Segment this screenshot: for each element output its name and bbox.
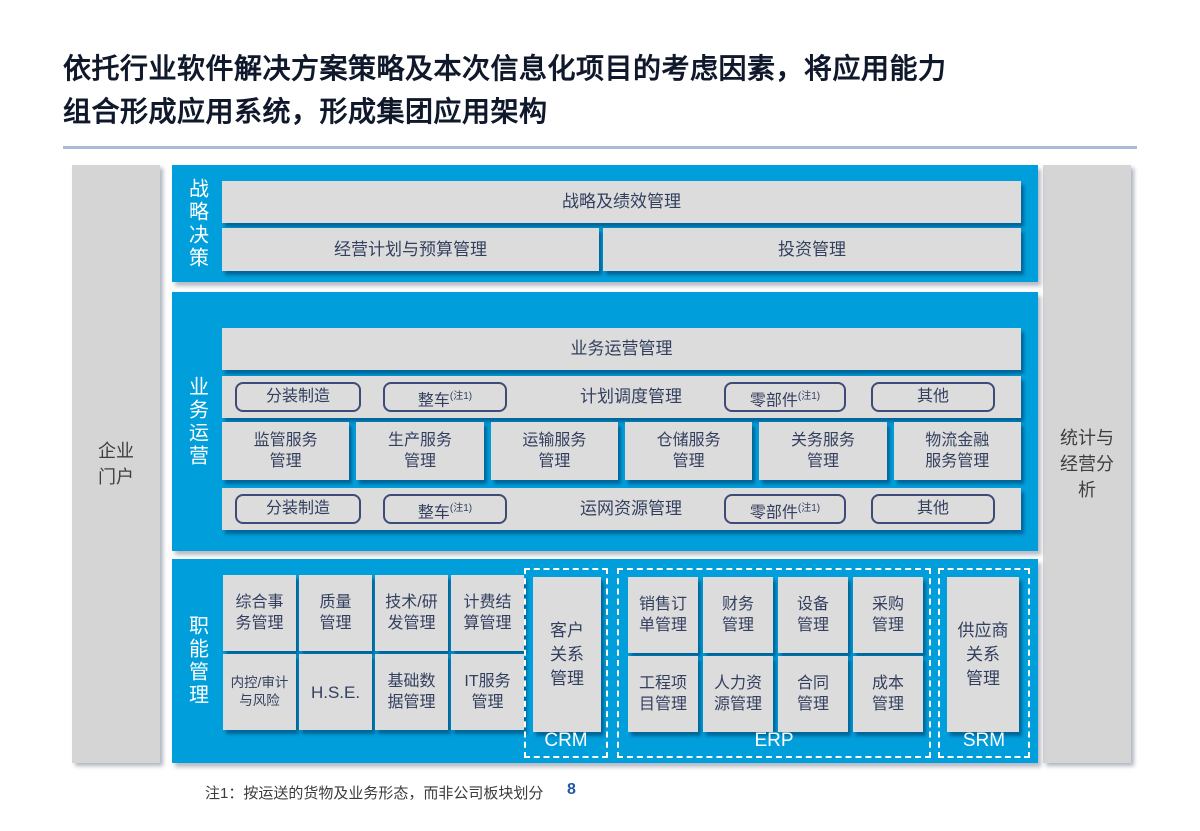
plan-dispatch-row: 分装制造 整车(注1) 计划调度管理 零部件(注1) 其他 bbox=[222, 376, 1021, 418]
box-sales-order-mgmt: 销售订 单管理 bbox=[628, 577, 698, 653]
box-billing-settlement-mgmt: 计费结 算管理 bbox=[451, 575, 524, 651]
section-strategy-label: 战略决策 bbox=[185, 177, 208, 270]
section-strategy-decision: 战略决策 战略及绩效管理 经营计划与预算管理 投资管理 bbox=[172, 165, 1038, 282]
pill-label: 整车 bbox=[417, 392, 450, 410]
network-resource-row: 分装制造 整车(注1) 运网资源管理 零部件(注1) 其他 bbox=[222, 488, 1021, 530]
box-general-affairs-mgmt: 综合事 务管理 bbox=[223, 575, 296, 651]
box-procurement-mgmt: 采购 管理 bbox=[853, 577, 923, 653]
page-title-line2: 组合形成应用系统，形成集团应用架构 bbox=[63, 96, 548, 127]
pill-other: 其他 bbox=[871, 494, 995, 524]
srm-group: 供应商 关系 管理 SRM bbox=[938, 568, 1030, 758]
pill-packaging-manufacturing: 分装制造 bbox=[235, 494, 361, 524]
erp-boxes-grid: 销售订 单管理 财务 管理 设备 管理 采购 管理 工程项 目管理 人力资 源管… bbox=[628, 577, 923, 732]
page-title: 依托行业软件解决方案策略及本次信息化项目的考虑因素，将应用能力 组合形成应用系统… bbox=[63, 47, 1083, 133]
page-number: 8 bbox=[567, 781, 576, 798]
box-customs-service-mgmt: 关务服务 管理 bbox=[759, 422, 887, 480]
pill-label: 零部件 bbox=[749, 504, 798, 522]
crm-group: 客户 关系 管理 CRM bbox=[524, 568, 608, 758]
box-business-operations-mgmt: 业务运营管理 bbox=[222, 328, 1021, 370]
pill-label: 分装制造 bbox=[265, 388, 330, 405]
box-warehouse-service-mgmt: 仓储服务 管理 bbox=[624, 422, 753, 480]
box-equipment-mgmt: 设备 管理 bbox=[778, 577, 848, 653]
enterprise-portal-bar: 企业 门户 bbox=[72, 165, 160, 763]
box-it-service-mgmt: IT服务 管理 bbox=[451, 654, 524, 730]
box-hse: H.S.E. bbox=[299, 654, 372, 730]
service-boxes-row: 监管服务 管理 生产服务 管理 运输服务 管理 仓储服务 管理 关务服务 管理 … bbox=[222, 422, 1021, 480]
pill-whole-vehicle: 整车(注1) bbox=[383, 494, 507, 524]
page-title-line1: 依托行业软件解决方案策略及本次信息化项目的考虑因素，将应用能力 bbox=[63, 53, 947, 84]
box-finance-mgmt: 财务 管理 bbox=[703, 577, 773, 653]
box-contract-mgmt: 合同 管理 bbox=[778, 656, 848, 732]
box-supplier-relationship-mgmt: 供应商 关系 管理 bbox=[947, 577, 1019, 732]
box-logistics-finance-service-mgmt: 物流金融 服务管理 bbox=[893, 422, 1021, 480]
pill-other: 其他 bbox=[871, 382, 995, 412]
box-internal-control-audit-risk: 内控/审计 与风险 bbox=[223, 654, 296, 730]
box-hr-mgmt: 人力资 源管理 bbox=[703, 656, 773, 732]
admin-boxes-grid: 综合事 务管理 质量 管理 技术/研 发管理 计费结 算管理 内控/审计 与风险… bbox=[223, 575, 524, 730]
pill-label: 其他 bbox=[916, 500, 949, 517]
label-network-resource-mgmt: 运网资源管理 bbox=[580, 499, 682, 518]
note1-superscript: (注1) bbox=[797, 503, 821, 514]
box-strategy-performance-mgmt: 战略及绩效管理 bbox=[222, 181, 1021, 223]
pill-label: 其他 bbox=[916, 388, 949, 405]
pill-label: 分装制造 bbox=[265, 500, 330, 517]
box-customer-relationship-mgmt: 客户 关系 管理 bbox=[533, 577, 601, 732]
erp-group-label: ERP bbox=[754, 730, 794, 751]
box-investment-mgmt: 投资管理 bbox=[603, 228, 1021, 271]
erp-group: 销售订 单管理 财务 管理 设备 管理 采购 管理 工程项 目管理 人力资 源管… bbox=[617, 568, 931, 758]
pill-parts: 零部件(注1) bbox=[724, 382, 846, 412]
footnote-note1: 注1：按运送的货物及业务形态，而非公司板块划分 bbox=[205, 785, 544, 802]
box-master-data-mgmt: 基础数 据管理 bbox=[375, 654, 448, 730]
crm-group-label: CRM bbox=[544, 730, 588, 751]
box-quality-mgmt: 质量 管理 bbox=[299, 575, 372, 651]
pill-parts: 零部件(注1) bbox=[724, 494, 846, 524]
section-functions-label: 职能管理 bbox=[185, 615, 208, 707]
box-engineering-project-mgmt: 工程项 目管理 bbox=[628, 656, 698, 732]
pill-label: 零部件 bbox=[749, 392, 798, 410]
box-production-service-mgmt: 生产服务 管理 bbox=[356, 422, 484, 480]
label-plan-dispatch-mgmt: 计划调度管理 bbox=[580, 387, 682, 406]
box-transport-service-mgmt: 运输服务 管理 bbox=[490, 422, 618, 480]
section-business-operations: 业务运营 业务运营管理 分装制造 整车(注1) 计划调度管理 零部件(注1) 其… bbox=[172, 292, 1038, 551]
box-tech-rd-mgmt: 技术/研 发管理 bbox=[375, 575, 448, 651]
box-business-plan-budget-mgmt: 经营计划与预算管理 bbox=[222, 228, 599, 271]
pill-label: 整车 bbox=[417, 504, 450, 522]
pill-packaging-manufacturing: 分装制造 bbox=[235, 382, 361, 412]
section-functional-mgmt: 职能管理 综合事 务管理 质量 管理 技术/研 发管理 计费结 算管理 内控/审… bbox=[172, 559, 1038, 763]
note1-superscript: (注1) bbox=[449, 391, 473, 402]
box-supervision-service-mgmt: 监管服务 管理 bbox=[222, 422, 350, 480]
srm-group-label: SRM bbox=[962, 730, 1006, 751]
box-cost-mgmt: 成本 管理 bbox=[853, 656, 923, 732]
pill-whole-vehicle: 整车(注1) bbox=[383, 382, 507, 412]
note1-superscript: (注1) bbox=[449, 503, 473, 514]
statistics-analysis-bar: 统计与 经营分 析 bbox=[1043, 165, 1131, 763]
title-divider bbox=[63, 146, 1137, 149]
note1-superscript: (注1) bbox=[797, 391, 821, 402]
section-operations-label: 业务运营 bbox=[185, 375, 208, 468]
